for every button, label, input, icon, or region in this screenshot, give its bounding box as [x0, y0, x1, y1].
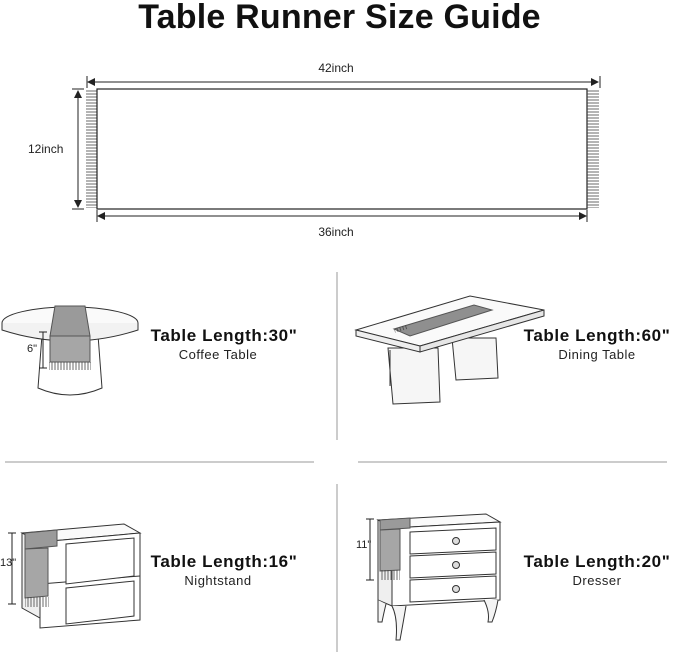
runner-bottom-width-label: 36inch [318, 225, 354, 239]
nightstand-drop-label: 13" [0, 557, 17, 569]
nightstand-length-label: Table Length:16" [150, 552, 298, 571]
runner-diagram [72, 76, 601, 222]
dresser-drop-label: 11" [356, 539, 372, 551]
dining-name-label: Dining Table [558, 347, 636, 362]
nightstand-name-label: Nightstand [184, 573, 252, 588]
dresser-name-label: Dresser [572, 573, 622, 588]
dresser-illustration [366, 513, 502, 641]
dining-length-label: Table Length:60" [523, 326, 671, 345]
runner-body [96, 88, 588, 210]
left-fringe [86, 90, 97, 208]
dresser-length-label: Table Length:20" [523, 552, 671, 571]
page-title: Table Runner Size Guide [138, 0, 541, 36]
dining-table-illustration [354, 295, 545, 405]
right-fringe [587, 90, 599, 208]
runner-height-label: 12inch [28, 142, 64, 156]
runner-top-width-label: 42inch [318, 61, 354, 75]
coffee-table-illustration [1, 305, 139, 396]
nightstand-illustration [8, 523, 142, 629]
coffee-name-label: Coffee Table [178, 347, 258, 362]
coffee-length-label: Table Length:30" [150, 326, 298, 345]
coffee-drop-label: 6" [27, 343, 38, 355]
